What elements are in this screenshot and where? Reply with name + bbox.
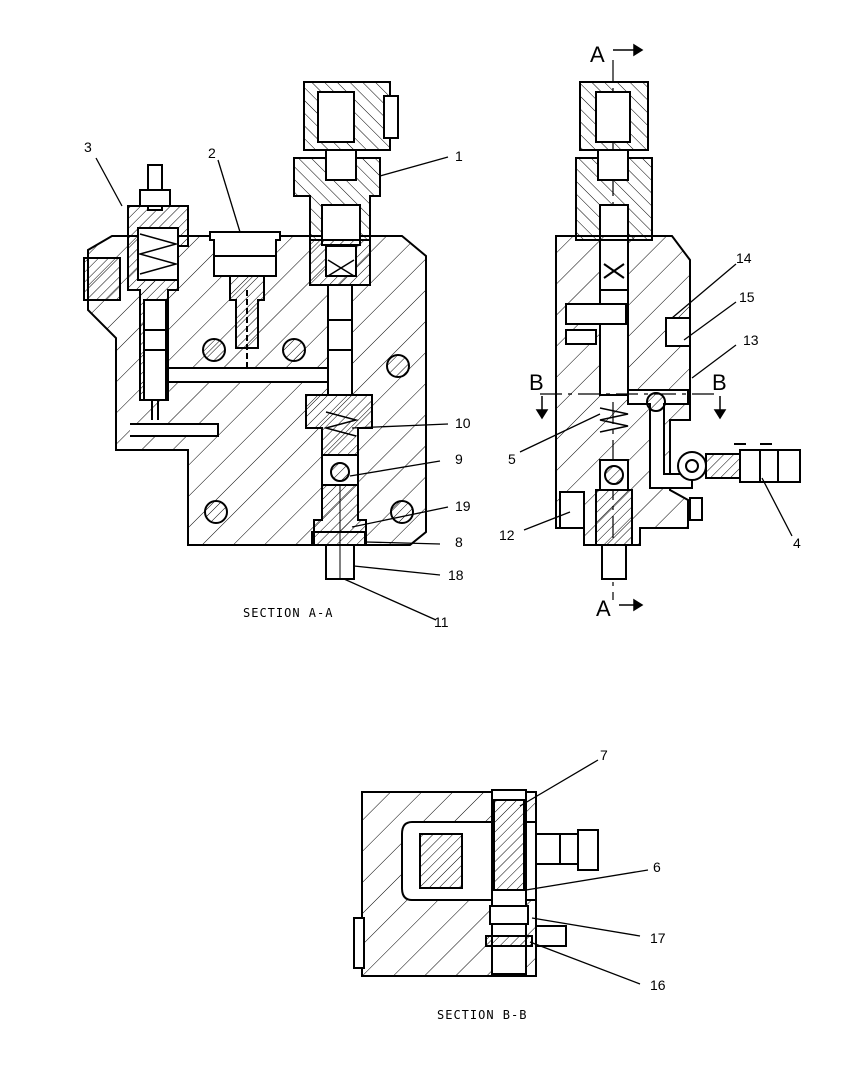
caption-section-bb: SECTION B-B: [437, 1008, 527, 1022]
leader-lines-side: [519, 263, 793, 537]
callout-2: 2: [208, 145, 216, 161]
section-marker-b-right: B: [712, 370, 727, 395]
leader-lines-aa: [95, 156, 449, 621]
callout-9: 9: [455, 451, 463, 467]
callout-13: 13: [743, 332, 759, 348]
callout-7: 7: [600, 747, 608, 763]
callout-8: 8: [455, 534, 463, 550]
callout-1: 1: [455, 148, 463, 164]
check-ball: [330, 462, 350, 482]
side-view: [540, 60, 801, 600]
callout-6: 6: [653, 859, 661, 875]
solenoid-valve-4: [677, 443, 801, 483]
fitting-12: [559, 491, 585, 529]
callout-5: 5: [508, 451, 516, 467]
lower-drain-passage: [130, 423, 219, 437]
callout-14: 14: [736, 250, 752, 266]
caption-section-aa: SECTION A-A: [243, 606, 333, 620]
spool-spring-10: [323, 411, 359, 437]
section-marker-b-left: B: [529, 370, 544, 395]
horizontal-passage: [159, 367, 331, 383]
callout-16: 16: [650, 977, 666, 993]
main-spool: [327, 284, 353, 396]
section-aa-view: [83, 81, 427, 580]
dowel-pin: [390, 500, 414, 524]
section-marker-a-top: A: [590, 42, 605, 67]
valve-2-cap: [209, 231, 281, 277]
dowel-pin: [204, 500, 228, 524]
side-pin: [646, 392, 666, 412]
dowel-pin: [282, 338, 306, 362]
section-marker-a-bottom: A: [596, 596, 611, 621]
side-spring: [599, 407, 629, 433]
callout-15: 15: [739, 289, 755, 305]
dowel-pin: [386, 354, 410, 378]
callout-3: 3: [84, 139, 92, 155]
callout-17: 17: [650, 930, 666, 946]
valve-3-spring: [137, 233, 179, 275]
valve-3-nut: [139, 189, 171, 207]
callout-4: 4: [793, 535, 801, 551]
dowel-pin: [202, 338, 226, 362]
side-plug: [665, 317, 691, 347]
left-plug: [83, 257, 121, 301]
section-bb-view: [353, 789, 599, 977]
callout-10: 10: [455, 415, 471, 431]
section-markers: A A B B: [529, 42, 727, 621]
valve-3-spring-chamber: [137, 227, 179, 281]
solenoid-connector: [383, 95, 399, 139]
callout-18: 18: [448, 567, 464, 583]
callout-19: 19: [455, 498, 471, 514]
leader-lines-bb: [519, 759, 649, 985]
callout-numbers: 1 2 3 10 9 19 8 18 11 14 15 13 5 12 4 7 …: [84, 139, 801, 993]
callout-12: 12: [499, 527, 515, 543]
callout-11: 11: [434, 614, 449, 630]
